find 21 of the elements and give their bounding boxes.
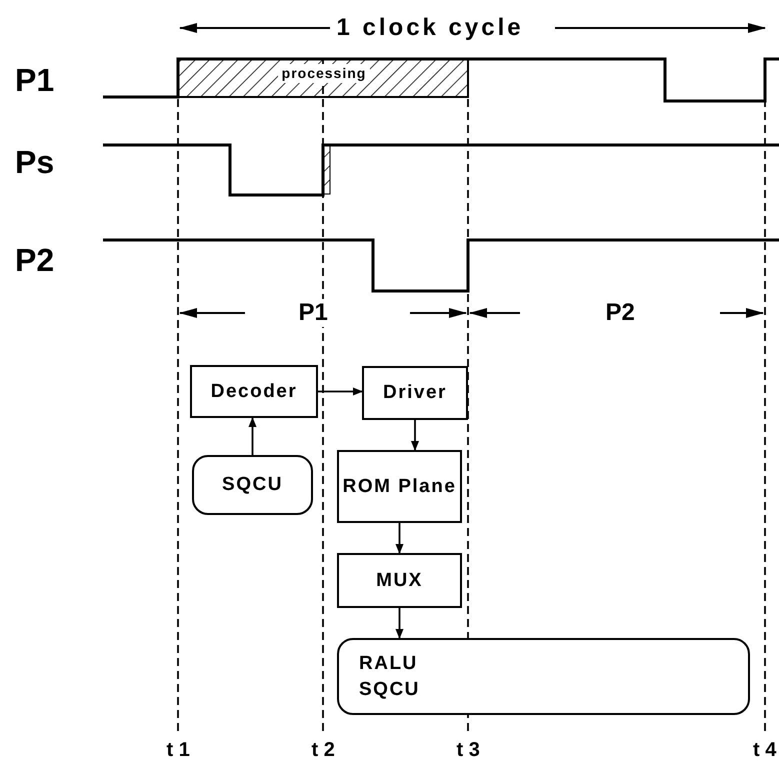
signal-name: P2	[14, 242, 56, 278]
rounded-box	[337, 638, 750, 715]
process-box	[337, 450, 462, 523]
arrow	[396, 523, 404, 554]
arrow	[396, 608, 404, 639]
node-text: Decoder	[210, 380, 298, 404]
signal-name: P1	[14, 62, 56, 98]
node-text: RALU SQCU	[359, 652, 420, 702]
node-text: Driver	[383, 381, 447, 406]
node-text: SQCU	[222, 473, 283, 498]
arrow	[411, 420, 419, 451]
node-text: ROM Plane	[342, 474, 456, 499]
process-box	[190, 365, 318, 418]
node-text: MUX	[376, 568, 423, 593]
node-text: processing	[278, 64, 370, 83]
arrow	[248, 417, 256, 455]
signal-name: Ps	[14, 144, 56, 180]
rounded-box	[192, 455, 313, 515]
arrow	[318, 388, 363, 396]
process-box	[337, 553, 462, 608]
process-box	[362, 366, 468, 420]
